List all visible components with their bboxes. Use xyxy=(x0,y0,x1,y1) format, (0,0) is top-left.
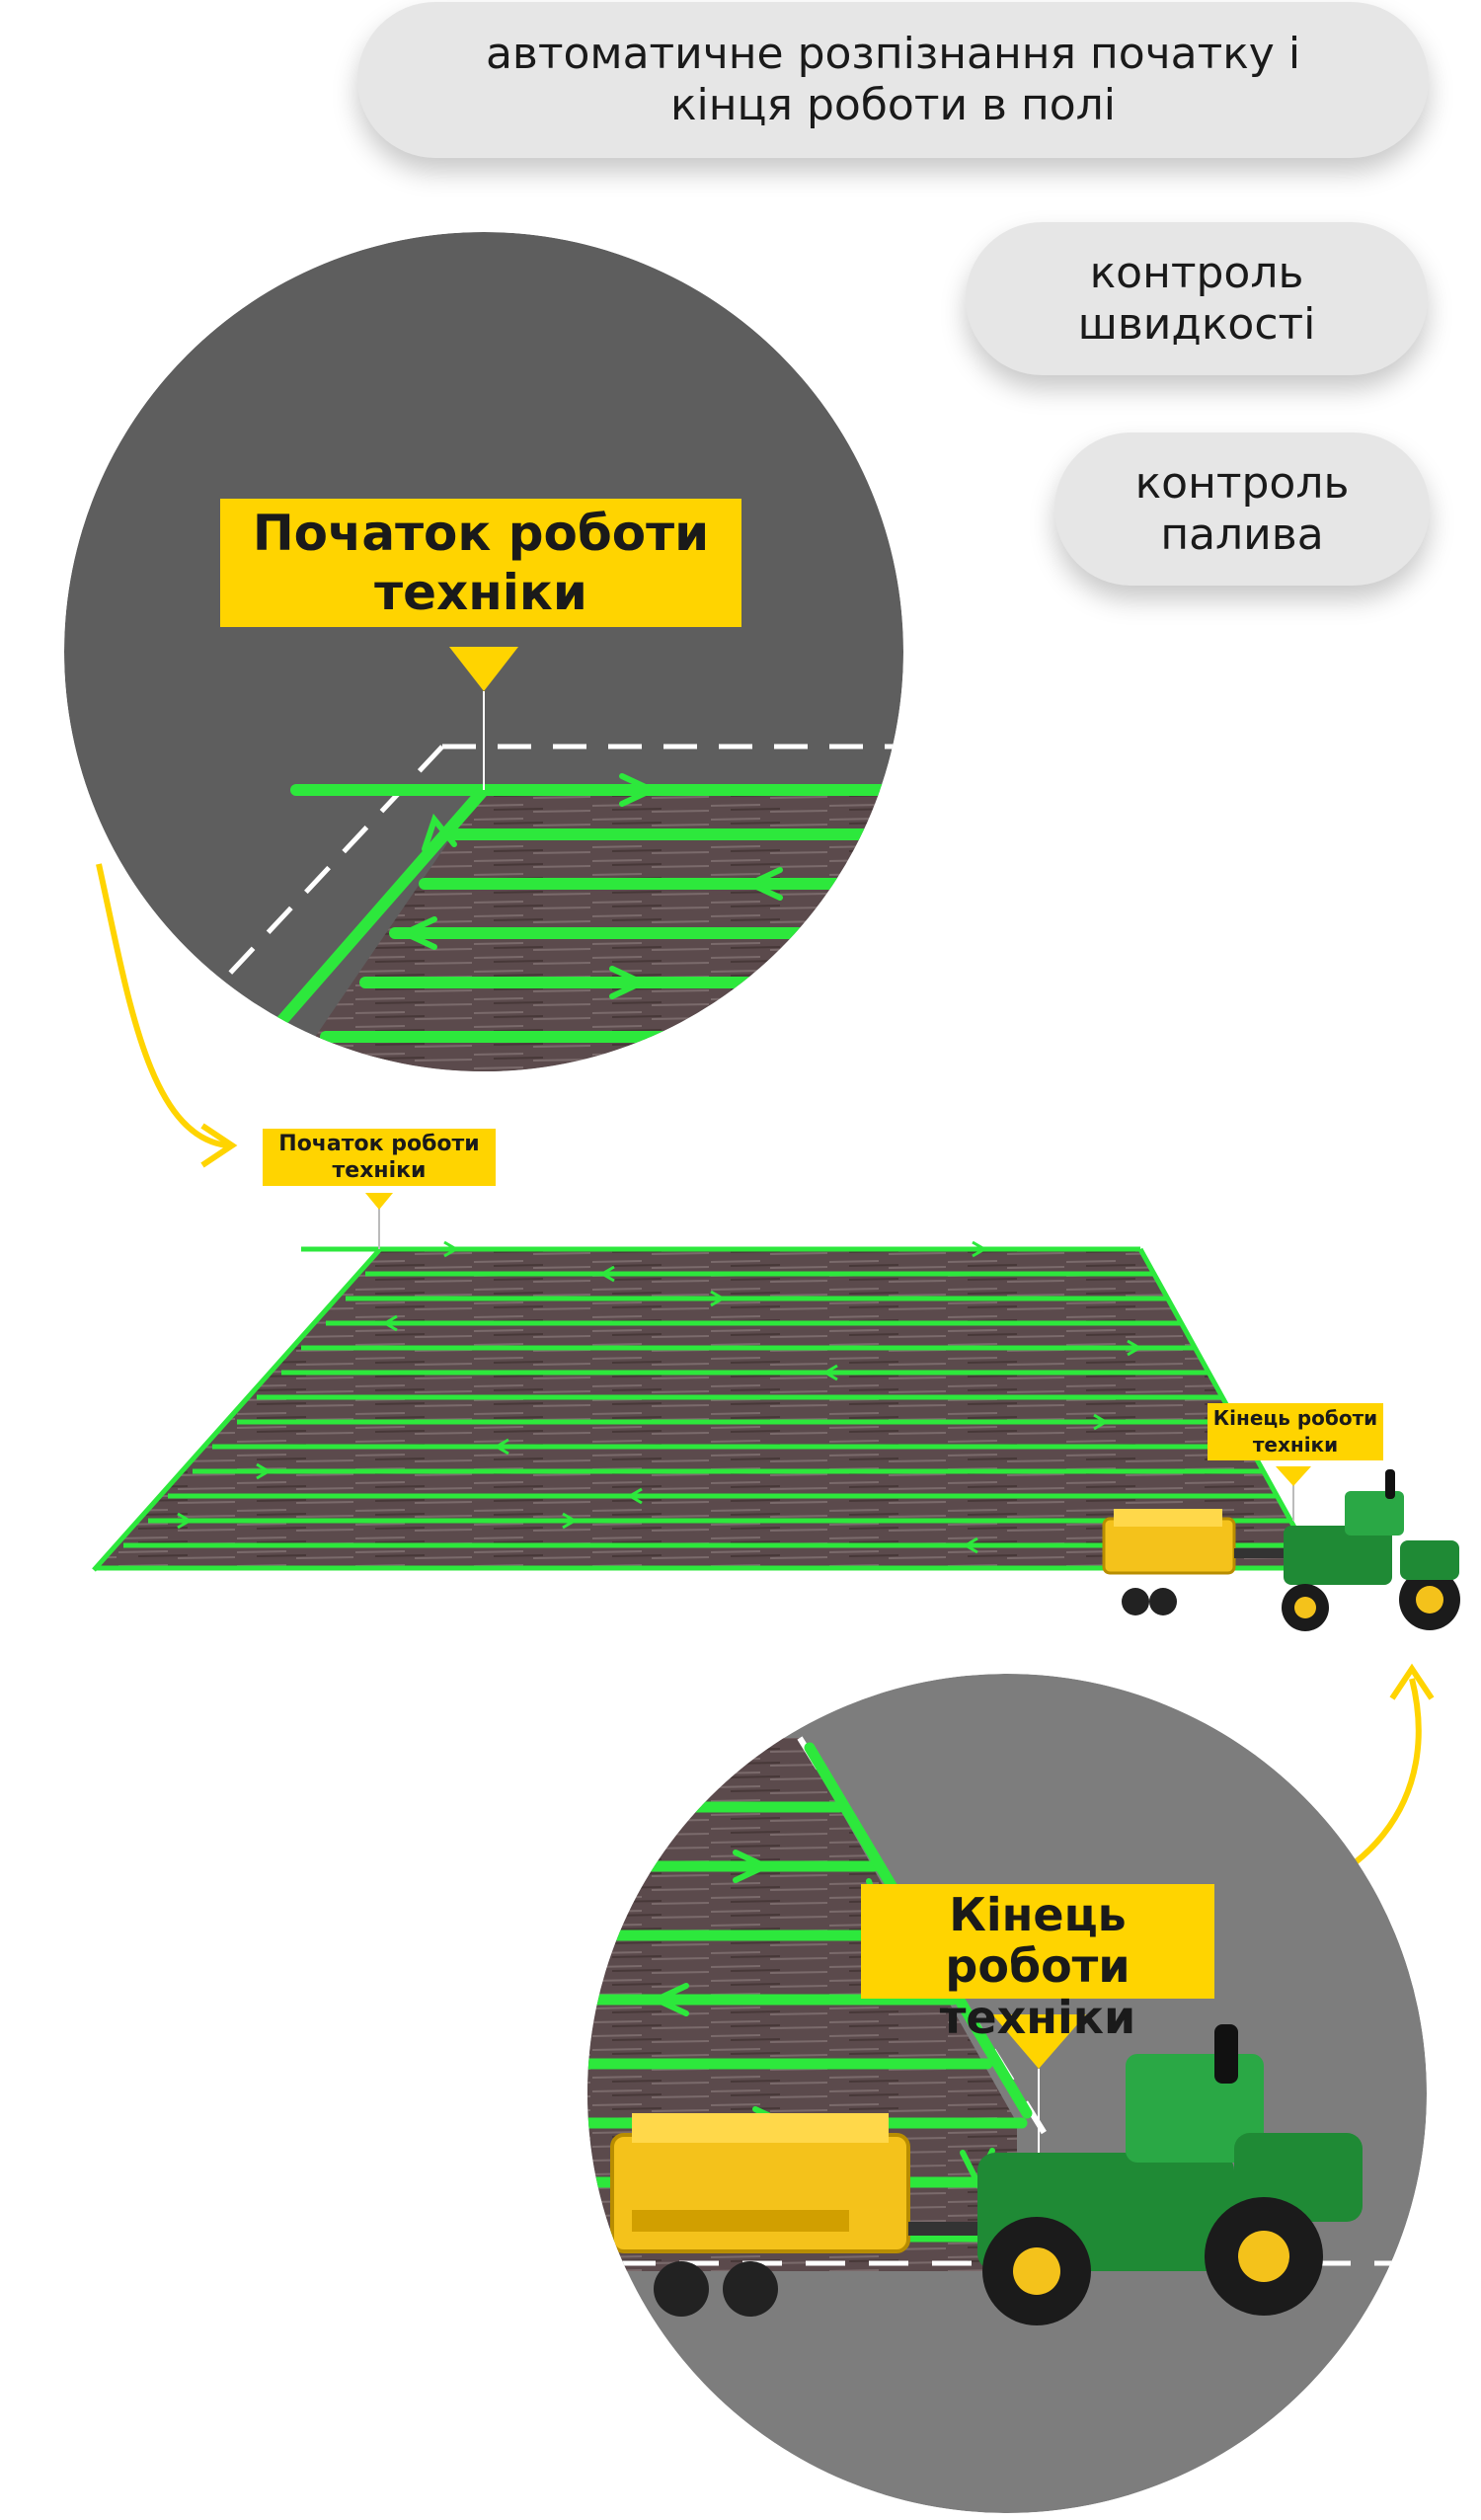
tractor-small xyxy=(1102,1469,1460,1631)
end-marker-small xyxy=(1276,1466,1311,1486)
end-label-small: Кінець роботи техніки xyxy=(1208,1403,1383,1460)
tractor-large xyxy=(610,2024,1363,2325)
end-marker-big xyxy=(992,2014,1086,2069)
start-zoom-circle xyxy=(64,232,903,1071)
feature-speed-control-badge: контроль швидкості xyxy=(966,222,1428,375)
start-marker-big xyxy=(449,647,518,691)
main-field xyxy=(92,1240,1321,1572)
end-label-large: Кінець роботи техніки xyxy=(861,1884,1214,2043)
feature-auto-detect-badge: автоматичне розпізнання початку і кінця … xyxy=(357,2,1429,158)
start-label-small: Початок роботи техніки xyxy=(263,1129,496,1186)
feature-fuel-control-badge: контроль палива xyxy=(1054,433,1430,586)
start-label-large: Початок роботи техніки xyxy=(220,499,741,627)
end-zoom-circle xyxy=(587,1674,1427,2513)
start-marker-small xyxy=(365,1193,393,1210)
